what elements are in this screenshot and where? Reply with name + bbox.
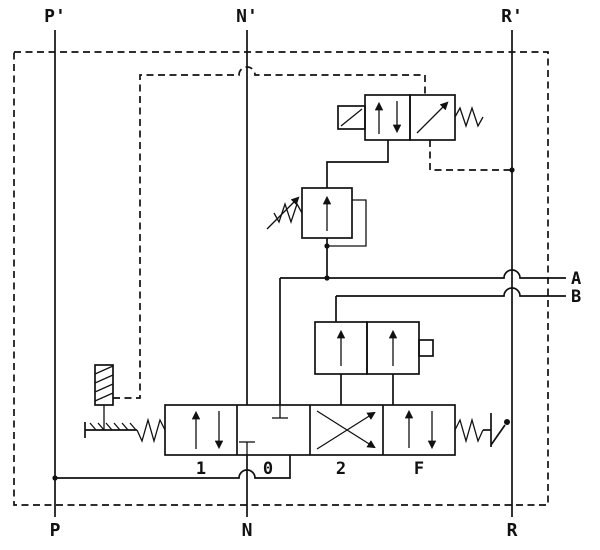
spring-icon — [454, 417, 484, 444]
label-r-prime: R' — [501, 6, 523, 27]
label-position-0: 0 — [263, 459, 273, 479]
pilot-valve — [326, 94, 484, 188]
crossed-flow-arrow — [316, 410, 376, 449]
bottom-gallery-line — [52, 455, 291, 481]
label-p-prime: P' — [44, 6, 66, 27]
relief-valve — [266, 187, 367, 281]
label-p: P — [50, 520, 61, 541]
label-port-a: A — [571, 269, 581, 289]
port-b-line — [335, 287, 566, 322]
junction-dot — [509, 167, 515, 173]
pilot-actuator-box — [337, 105, 366, 130]
port-a-line — [279, 269, 566, 405]
junction-dot — [324, 243, 330, 249]
detent-mechanism — [84, 364, 137, 438]
relief-pilot-loop — [327, 199, 367, 247]
label-n: N — [242, 520, 253, 541]
side-tab — [418, 339, 434, 357]
label-position-1: 1 — [196, 459, 206, 479]
pilot-drain-dashed-line — [429, 140, 512, 171]
label-n-prime: N' — [236, 6, 258, 27]
crossed-flow-arrow — [416, 101, 449, 134]
adjustment-arrow-icon — [266, 196, 300, 230]
relief-spring-icon — [273, 201, 303, 225]
label-port-b: B — [571, 287, 581, 307]
label-r: R — [507, 520, 518, 541]
port-labels: P' N' R' P N R A B — [44, 6, 581, 541]
label-position-f: F — [414, 459, 424, 479]
spring-icon — [136, 417, 166, 444]
spool-position-labels: 1 0 2 F — [196, 459, 424, 479]
check-valve-block — [314, 321, 434, 405]
pilot-dashed-line — [113, 66, 512, 399]
main-control-valve — [136, 404, 484, 456]
manual-lever — [483, 413, 510, 447]
spring-icon — [454, 105, 484, 129]
pilot-to-relief-line — [326, 140, 389, 188]
label-position-2: 2 — [336, 459, 346, 479]
crossed-flow-arrow — [316, 411, 376, 450]
lever-knob — [504, 419, 510, 425]
pilot-actuator-diagonal — [340, 108, 363, 127]
junction-dot — [52, 475, 58, 481]
